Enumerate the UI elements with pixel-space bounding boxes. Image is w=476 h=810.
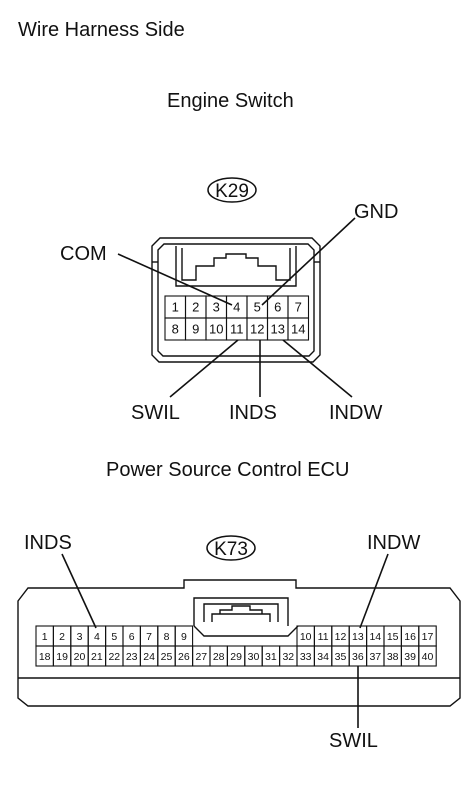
k73-callout-indw: INDW [367,532,421,554]
k73-pin-26: 26 [178,651,190,663]
k29-pin-14: 14 [291,322,305,337]
k29-callout-indw: INDW [329,402,383,424]
page-heading: Wire Harness Side [18,19,185,41]
k73-pin-34: 34 [317,651,329,663]
k73-pin-14: 14 [369,631,381,643]
k73-pin-31: 31 [265,651,277,663]
k29-callout-swil: SWIL [131,402,180,424]
k29-callout-com: COM [60,243,107,265]
k73-callout-swil: SWIL [329,730,378,752]
k29-pin-6: 6 [274,300,281,315]
k73-pin-4: 4 [94,631,100,643]
k73-callout-inds: INDS [24,532,72,554]
k29-pin-14-cell [287,317,310,341]
k73-pin-40-cell [418,645,437,667]
k29-pin-9: 9 [192,322,199,337]
k73-pin-24: 24 [143,651,155,663]
k73-pin-5: 5 [111,631,117,643]
k73-connector-body [17,579,461,707]
k29-pin-7: 7 [295,300,302,315]
k73-pin-6: 6 [129,631,135,643]
k73-pin-12: 12 [335,631,347,643]
k73-pin-28: 28 [213,651,225,663]
k73-pin-39: 39 [404,651,416,663]
k29-pin-10: 10 [209,322,223,337]
k73-pin-8: 8 [164,631,170,643]
k73-pin-1: 1 [42,631,48,643]
k29-pin-11: 11 [230,322,244,337]
k73-pin-18: 18 [39,651,51,663]
k73-pin-29: 29 [230,651,242,663]
k73-pin-23: 23 [126,651,138,663]
k73-pin-32: 32 [282,651,294,663]
k73-pin-21: 21 [91,651,103,663]
k29-connector-body [151,237,321,363]
k73-pin-15: 15 [387,631,399,643]
k73-pin-19: 19 [56,651,68,663]
k73-pin-17: 17 [422,631,434,643]
power-ecu-title: Power Source Control ECU [106,459,350,481]
k73-id-badge: K73 [206,535,256,561]
k73-pin-9: 9 [181,631,187,643]
k73-pin-36: 36 [352,651,364,663]
k73-id-text: K73 [214,539,248,560]
k73-pin-25: 25 [161,651,173,663]
k73-pin-2: 2 [59,631,65,643]
k29-pin-4: 4 [233,300,240,315]
k73-pin-20: 20 [74,651,86,663]
k73-pin-35: 35 [335,651,347,663]
k73-leader-lines [61,553,389,728]
k29-pin-1: 1 [172,300,179,315]
k73-pin-27: 27 [195,651,207,663]
k73-pin-10: 10 [300,631,312,643]
k73-pin-40: 40 [422,651,434,663]
k73-pin-37: 37 [369,651,381,663]
k29-pin-2: 2 [192,300,199,315]
engine-switch-title: Engine Switch [167,90,294,112]
k73-pin-16: 16 [404,631,416,643]
k73-pin-11: 11 [318,631,329,643]
k29-pin-13: 13 [271,322,285,337]
k29-pin-5: 5 [254,300,261,315]
k29-pin-12: 12 [250,322,264,337]
k29-callout-gnd: GND [354,201,399,223]
k73-pin-13: 13 [352,631,364,643]
k73-pin-38: 38 [387,651,399,663]
k29-leader-lines [117,217,356,398]
k73-pin-30: 30 [248,651,260,663]
k73-pin-3: 3 [77,631,83,643]
k29-id-text: K29 [215,181,249,202]
k29-pin-8: 8 [172,322,179,337]
k29-callout-inds: INDS [229,402,277,424]
k73-pin-22: 22 [108,651,120,663]
k73-pin-7: 7 [146,631,152,643]
k29-pin-3: 3 [213,300,220,315]
k73-pin-33: 33 [300,651,312,663]
k29-id-badge: K29 [207,177,257,203]
